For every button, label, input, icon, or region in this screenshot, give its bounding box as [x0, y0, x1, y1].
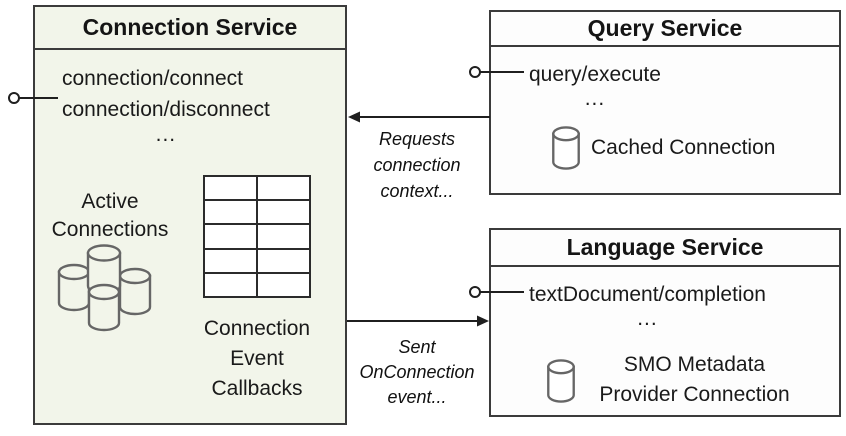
- connection-interface-lollipop-icon: [8, 92, 58, 104]
- table-cell: [203, 271, 258, 299]
- query-service-box: Query Service query/execute ... Cached C…: [489, 10, 841, 195]
- table-row: [203, 247, 311, 274]
- ellipsis-text: ...: [637, 307, 658, 330]
- table-cell: [256, 223, 311, 250]
- table-cell: [256, 174, 311, 202]
- requests-connection-context-caption: Requests connection context...: [373, 129, 461, 201]
- table-row: [203, 199, 311, 226]
- table-cell: [203, 223, 258, 250]
- table-cell: [256, 199, 311, 226]
- cached-connection-row: Cached Connection: [550, 125, 775, 170]
- table-cell: [203, 199, 258, 226]
- cached-connection-label: Cached Connection: [591, 135, 776, 159]
- language-service-methods: textDocument/completion ...: [491, 281, 766, 329]
- requests-arrow-left-icon: [348, 111, 490, 123]
- database-cluster-icon: [57, 244, 152, 332]
- method-query-execute: query/execute: [529, 63, 661, 86]
- table-row: [203, 271, 311, 299]
- table-cell: [256, 271, 311, 299]
- language-service-title: Language Service: [491, 230, 839, 267]
- smo-metadata-connection-label: SMO Metadata Provider Connection: [599, 353, 790, 406]
- sent-onconnection-event-caption: Sent OnConnection event...: [359, 337, 475, 407]
- method-connection-connect: connection/connect: [62, 67, 243, 90]
- query-service-methods: query/execute ...: [491, 61, 661, 109]
- callback-table-icon: [203, 174, 311, 299]
- database-icon: [552, 126, 580, 170]
- language-service-box: Language Service textDocument/completion…: [489, 228, 841, 417]
- table-row: [203, 223, 311, 250]
- smo-metadata-connection-row: SMO Metadata Provider Connection: [545, 350, 802, 410]
- table-row: [203, 174, 311, 202]
- database-icon: [547, 358, 575, 403]
- method-connection-disconnect: connection/disconnect: [62, 98, 270, 121]
- ellipsis-text: ...: [584, 87, 606, 110]
- ellipsis-text: ...: [155, 123, 177, 146]
- connection-service-methods: connection/connect connection/disconnect…: [35, 63, 270, 145]
- table-cell: [256, 247, 311, 274]
- query-interface-lollipop-icon: [469, 66, 524, 78]
- sent-arrow-right-icon: [347, 315, 489, 327]
- table-cell: [203, 174, 258, 202]
- connection-service-box: Connection Service connection/connect co…: [33, 5, 347, 425]
- active-connections-label: Active Connections: [51, 190, 169, 241]
- connection-event-callbacks-label: Connection Event Callbacks: [203, 317, 311, 400]
- method-textdocument-completion: textDocument/completion: [529, 283, 766, 306]
- language-interface-lollipop-icon: [469, 286, 524, 298]
- query-service-title: Query Service: [491, 12, 839, 47]
- connection-service-title: Connection Service: [35, 7, 345, 50]
- table-cell: [203, 247, 258, 274]
